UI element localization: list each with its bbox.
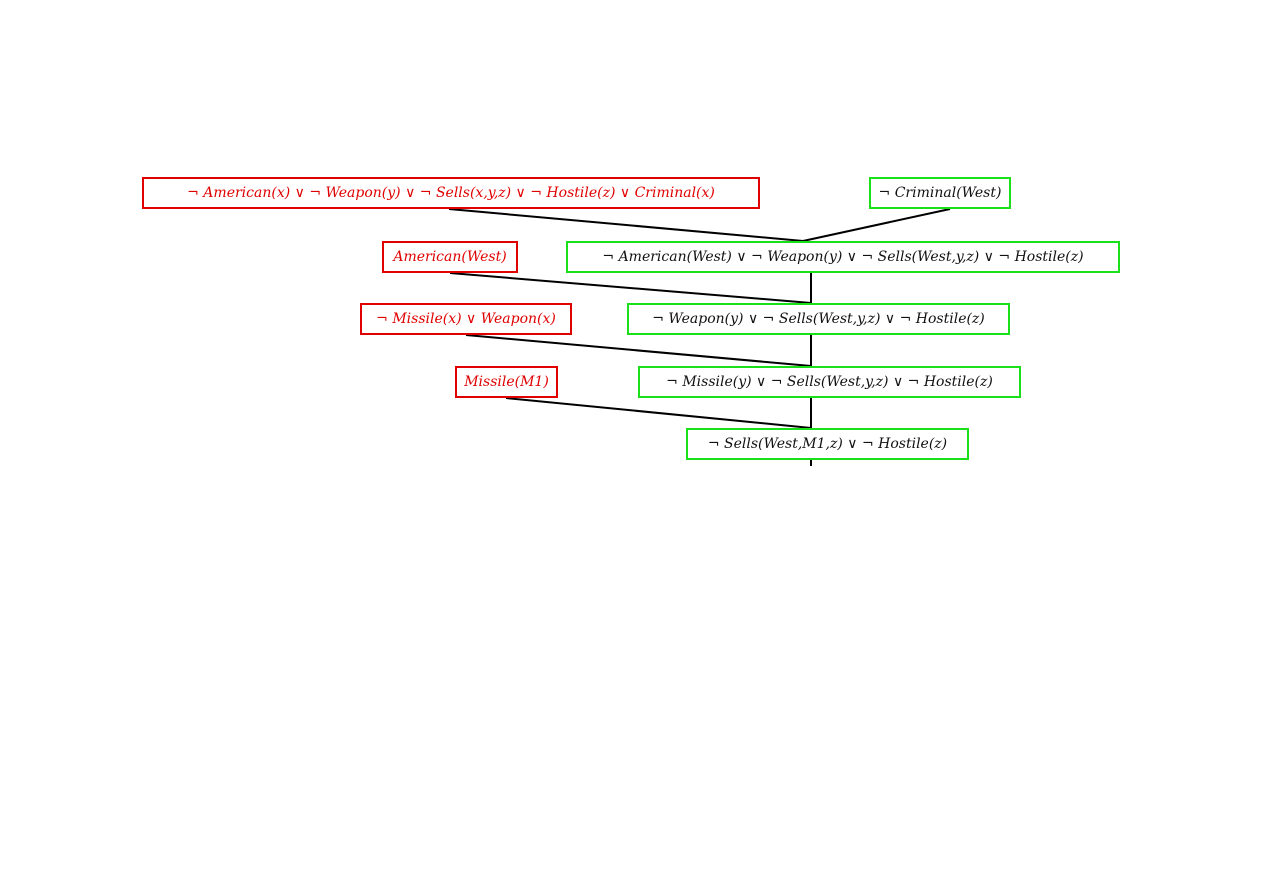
edge-missile-weapon-to-resolvent-3: [465, 334, 812, 367]
input-clause-missile-weapon: ¬ Missile(x) ∨ Weapon(x): [360, 303, 572, 335]
edge-goal-to-resolvent-1: [802, 208, 951, 242]
input-clause-missile-m1: Missile(M1): [455, 366, 558, 398]
edge-missile-fact-to-resolvent-4: [505, 397, 812, 429]
resolvent-clause-1: ¬ American(West) ∨ ¬ Weapon(y) ∨ ¬ Sells…: [566, 241, 1120, 273]
input-clause-criminal-rule: ¬ American(x) ∨ ¬ Weapon(y) ∨ ¬ Sells(x,…: [142, 177, 760, 209]
resolvent-clause-4: ¬ Sells(West,M1,z) ∨ ¬ Hostile(z): [686, 428, 969, 460]
input-clause-american-west: American(West): [382, 241, 518, 273]
edge-american-to-resolvent-2: [449, 272, 812, 304]
resolvent-clause-2: ¬ Weapon(y) ∨ ¬ Sells(West,y,z) ∨ ¬ Host…: [627, 303, 1010, 335]
resolvent-clause-3: ¬ Missile(y) ∨ ¬ Sells(West,y,z) ∨ ¬ Hos…: [638, 366, 1021, 398]
negated-goal-clause: ¬ Criminal(West): [869, 177, 1011, 209]
edge-axiom-to-resolvent-1: [448, 208, 804, 242]
